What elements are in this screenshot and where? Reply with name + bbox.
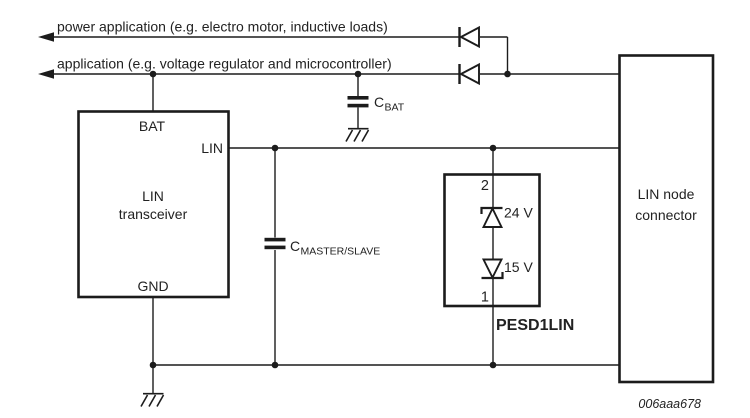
zener-24v-icon — [480, 206, 504, 228]
junction-dot — [271, 144, 279, 152]
junction-dots — [149, 70, 511, 369]
power-application-label: power application (e.g. electro motor, i… — [57, 19, 388, 35]
zener-triangle — [481, 258, 504, 280]
junction-dot — [271, 361, 279, 369]
junction-dot — [489, 361, 497, 369]
power-rail-arrowhead-icon — [38, 32, 54, 42]
cbat-label-subscript: BAT — [385, 102, 405, 114]
lin-transceiver-box — [77, 110, 230, 299]
wires — [54, 36, 619, 394]
connector-name-line1: LIN node — [638, 186, 695, 202]
cmaster-slave-label-subscript: MASTER/SLAVE — [301, 246, 381, 258]
lin-pin-label: LIN — [201, 140, 223, 156]
cbat-label: C — [374, 94, 384, 110]
cmaster-slave-capacitor-icon — [264, 237, 286, 250]
zener-cathode-bar — [481, 272, 504, 280]
cmaster-slave-label: C — [290, 238, 300, 254]
cbat-ground-icon — [345, 127, 370, 142]
junction-dot — [504, 70, 511, 78]
diode-triangle — [458, 62, 480, 86]
connector-name-line2: connector — [635, 207, 697, 223]
capacitor-plate — [347, 103, 369, 108]
power-diode-icon — [458, 25, 480, 49]
junction-dot — [149, 361, 157, 369]
pesd1lin-part-label: PESD1LIN — [496, 317, 574, 334]
transceiver-name-line2: transceiver — [119, 206, 188, 222]
zener-24v-label: 24 V — [504, 205, 533, 221]
lin-node-connector-box — [618, 54, 715, 384]
zener-cathode-bar — [480, 206, 503, 214]
capacitor-plate — [264, 237, 286, 242]
cbat-capacitor-icon — [347, 96, 369, 108]
application-label: application (e.g. voltage regulator and … — [57, 56, 392, 72]
diode-triangle — [458, 25, 480, 49]
figure-id-label: 006aaa678 — [638, 397, 701, 411]
capacitor-plate — [347, 96, 369, 100]
junction-dot — [149, 70, 157, 78]
gnd-pin-label: GND — [137, 278, 168, 294]
zener-triangle — [481, 206, 504, 228]
application-rail-arrowhead-icon — [38, 69, 54, 79]
pesd1lin-box — [443, 173, 541, 308]
junction-dot — [354, 70, 362, 78]
application-diode-icon — [458, 62, 480, 86]
capacitor-plate — [264, 245, 286, 250]
zener-15v-icon — [481, 258, 504, 280]
ground-icon — [140, 392, 165, 407]
transceiver-name-line1: LIN — [142, 188, 164, 204]
zener-15v-label: 15 V — [504, 259, 533, 275]
junction-dot — [489, 144, 497, 152]
pesd-pin1-label: 1 — [481, 290, 489, 306]
bat-pin-label: BAT — [139, 118, 166, 134]
pesd-pin2-label: 2 — [481, 178, 489, 194]
